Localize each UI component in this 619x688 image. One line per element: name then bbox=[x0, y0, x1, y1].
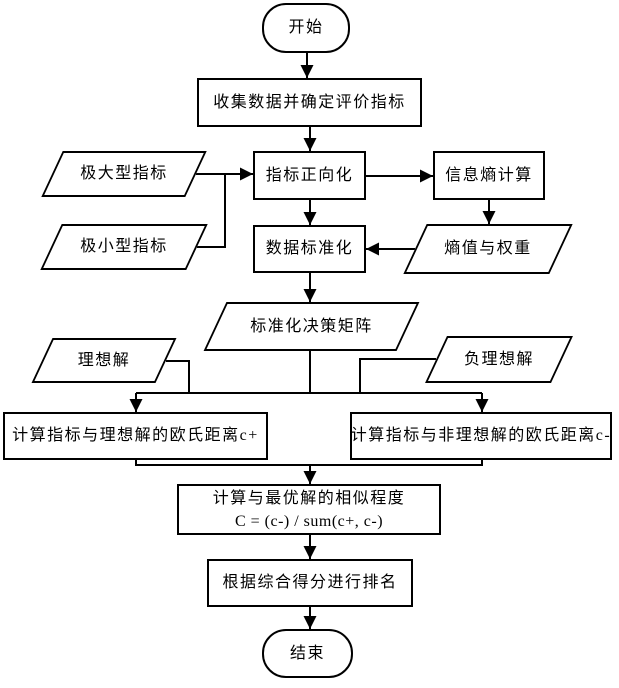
node-distance-positive-label: 计算指标与理想解的欧氏距离c+ bbox=[12, 427, 259, 444]
node-decision-matrix-label: 标准化决策矩阵 bbox=[250, 317, 373, 335]
node-max-type-indicator-label: 极大型指标 bbox=[80, 165, 168, 182]
node-ranking-label: 根据综合得分进行排名 bbox=[222, 574, 398, 591]
node-min-type-indicator-label: 极小型指标 bbox=[80, 238, 168, 255]
node-similarity-formula: C = (c-) / sum(c+, c-) bbox=[234, 512, 384, 530]
node-ranking: 根据综合得分进行排名 bbox=[207, 559, 413, 607]
node-distance-positive: 计算指标与理想解的欧氏距离c+ bbox=[3, 412, 268, 460]
node-collect-data: 收集数据并确定评价指标 bbox=[197, 78, 422, 127]
node-max-type-indicator: 极大型指标 bbox=[41, 151, 207, 197]
node-decision-matrix: 标准化决策矩阵 bbox=[203, 302, 420, 351]
node-distance-negative: 计算指标与非理想解的欧氏距离c- bbox=[350, 412, 612, 460]
node-indicator-forwarding-label: 指标正向化 bbox=[265, 166, 354, 184]
edge-min-merge bbox=[197, 174, 226, 248]
node-data-standardization-label: 数据标准化 bbox=[265, 240, 354, 257]
node-indicator-forwarding: 指标正向化 bbox=[253, 151, 366, 200]
node-similarity: 计算与最优解的相似程度 C = (c-) / sum(c+, c-) bbox=[177, 484, 441, 535]
node-information-entropy: 信息熵计算 bbox=[433, 151, 545, 200]
node-start: 开始 bbox=[262, 3, 350, 53]
node-min-type-indicator: 极小型指标 bbox=[40, 224, 208, 270]
node-start-label: 开始 bbox=[288, 19, 324, 36]
node-ideal-solution: 理想解 bbox=[31, 338, 177, 383]
node-collect-data-label: 收集数据并确定评价指标 bbox=[213, 93, 406, 111]
edge-ideal-join bbox=[166, 360, 190, 392]
node-end-label: 结束 bbox=[289, 644, 325, 662]
node-ideal-solution-label: 理想解 bbox=[77, 351, 131, 369]
node-similarity-label: 计算与最优解的相似程度 bbox=[212, 489, 406, 507]
edge-negideal-join bbox=[359, 358, 436, 392]
node-data-standardization: 数据标准化 bbox=[253, 225, 366, 273]
node-entropy-weight-label: 熵值与权重 bbox=[444, 240, 532, 257]
node-information-entropy-label: 信息熵计算 bbox=[445, 166, 533, 184]
node-negative-ideal-solution: 负理想解 bbox=[425, 336, 573, 383]
edge-merge-line bbox=[135, 460, 483, 466]
node-entropy-weight: 熵值与权重 bbox=[403, 224, 573, 274]
node-distance-negative-label: 计算指标与非理想解的欧氏距离c- bbox=[350, 427, 612, 444]
node-negative-ideal-solution-label: 负理想解 bbox=[463, 350, 534, 368]
node-end: 结束 bbox=[262, 629, 353, 678]
